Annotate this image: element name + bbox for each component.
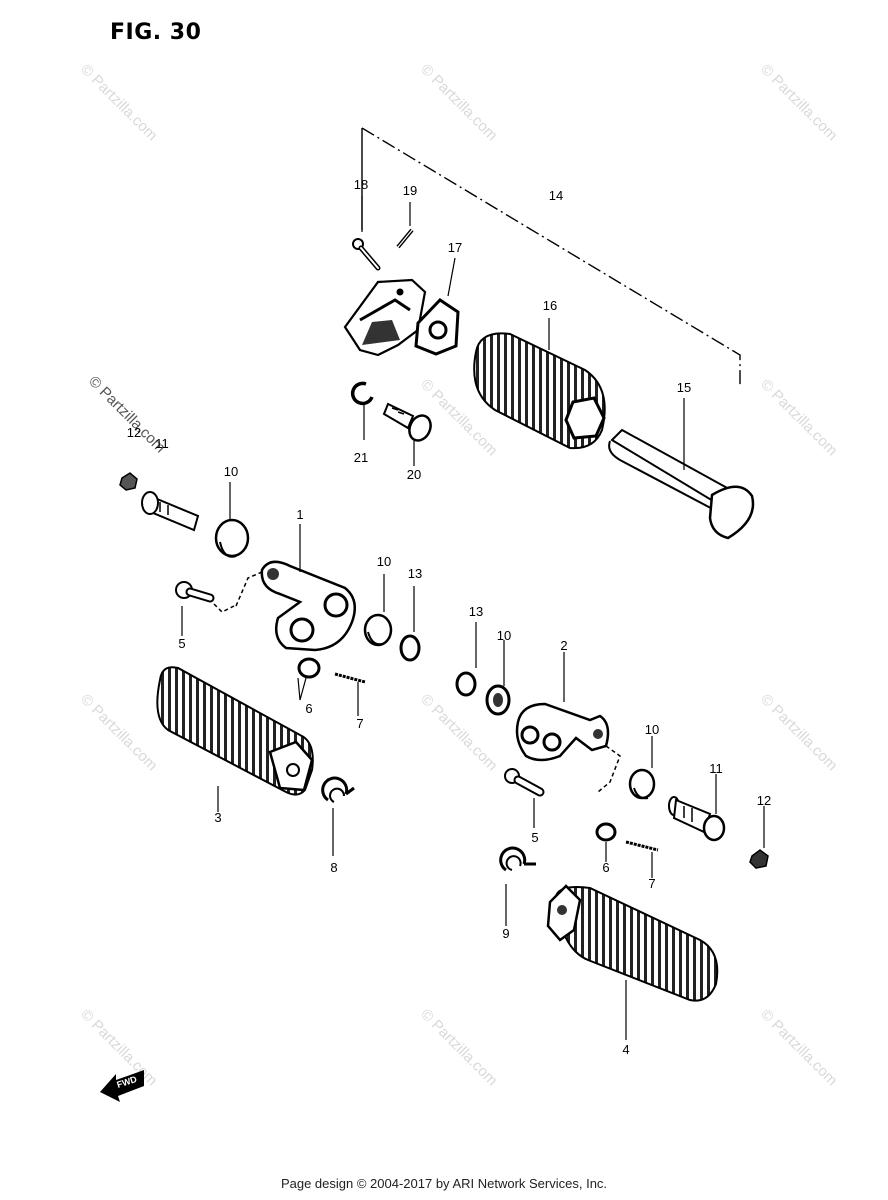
pin-7-left — [334, 672, 366, 684]
pin-18 — [352, 238, 381, 271]
footrest-shaft-15 — [608, 428, 755, 540]
callout-3: 3 — [214, 810, 221, 825]
washer-6-left — [297, 657, 321, 679]
callout-21: 21 — [354, 450, 368, 465]
callout-8: 8 — [330, 860, 337, 875]
callout-1: 1 — [296, 507, 303, 522]
page-footer: Page design © 2004-2017 by ARI Network S… — [280, 1176, 608, 1191]
footrest-bracket — [343, 278, 427, 357]
callout-5-left: 5 — [178, 636, 185, 651]
callout-6-left: 6 — [305, 701, 312, 716]
watermark-text: © Partzilla.com — [417, 61, 500, 144]
bolt-11-left — [141, 491, 200, 532]
bushing-10-left-b — [363, 613, 393, 647]
callout-17: 17 — [448, 240, 462, 255]
callout-labels: 18 19 14 17 16 15 21 20 12 11 10 1 10 13… — [127, 177, 771, 1057]
bolt-20 — [382, 402, 432, 442]
pin-7-right — [625, 840, 659, 852]
callout-13-left: 13 — [408, 566, 422, 581]
bolt-5-right — [504, 768, 545, 797]
watermark-text: © Partzilla.com — [757, 1006, 840, 1089]
exploded-parts-diagram: © Partzilla.com © Partzilla.com © Partzi… — [77, 61, 841, 1102]
callout-11-right: 11 — [709, 761, 723, 776]
callout-15: 15 — [677, 380, 691, 395]
watermark-layer: © Partzilla.com © Partzilla.com © Partzi… — [77, 61, 840, 1089]
footrest-bracket-2 — [515, 702, 621, 793]
watermark-text: © Partzilla.com — [77, 61, 160, 144]
watermark-text: © Partzilla.com — [757, 61, 840, 144]
callout-13-right: 13 — [469, 604, 483, 619]
callout-5-right: 5 — [531, 830, 538, 845]
callout-10-left-b: 10 — [377, 554, 391, 569]
watermark-text: © Partzilla.com — [417, 1006, 500, 1089]
callout-12-right: 12 — [757, 793, 771, 808]
washer-13-left — [399, 634, 421, 662]
callout-14: 14 — [549, 188, 563, 203]
assembly-bracket-14 — [361, 127, 741, 388]
callout-9: 9 — [502, 926, 509, 941]
plate-17 — [414, 298, 460, 356]
callout-12-left: 12 — [127, 425, 141, 440]
figure-title: FIG. 30 — [110, 20, 202, 45]
callout-16: 16 — [543, 298, 557, 313]
callout-10-right-a: 10 — [497, 628, 511, 643]
nut-12-right — [749, 849, 769, 869]
nut-12-left — [119, 472, 138, 491]
callout-10-left-a: 10 — [224, 464, 238, 479]
watermark-text: © Partzilla.com — [77, 691, 160, 774]
footpeg-3-left — [156, 666, 314, 796]
callout-19: 19 — [403, 183, 417, 198]
callout-11-left: 11 — [155, 436, 169, 451]
callout-20: 20 — [407, 467, 421, 482]
spring-9-right — [499, 846, 536, 872]
callout-10-right-b: 10 — [645, 722, 659, 737]
bushing-10-right-b — [628, 768, 656, 800]
bushing-10-left-a — [214, 518, 250, 558]
footrest-bracket-1 — [260, 560, 357, 652]
spring-8-left — [321, 776, 355, 803]
callout-6-right: 6 — [602, 860, 609, 875]
bolt-11-right — [668, 796, 726, 842]
bushing-10-right-a — [485, 684, 511, 716]
clip-21 — [350, 381, 374, 406]
callout-7-right: 7 — [648, 876, 655, 891]
footpeg-4-right — [546, 884, 719, 1002]
cotter-pin-19 — [396, 228, 414, 249]
watermark-text: © Partzilla.com — [757, 691, 840, 774]
watermark-text: © Partzilla.com — [757, 376, 840, 459]
footpeg-rubber-16 — [473, 332, 606, 450]
callout-4: 4 — [622, 1042, 629, 1057]
watermark-text: © Partzilla.com — [77, 1006, 160, 1089]
callout-18: 18 — [354, 177, 368, 192]
callout-2: 2 — [560, 638, 567, 653]
callout-7-left: 7 — [356, 716, 363, 731]
bolt-5-left — [175, 571, 263, 613]
washer-6-right — [595, 822, 617, 842]
leader-lines — [181, 196, 765, 1040]
forward-direction-arrow: FWD — [100, 1070, 144, 1102]
washer-13-right — [455, 671, 477, 697]
